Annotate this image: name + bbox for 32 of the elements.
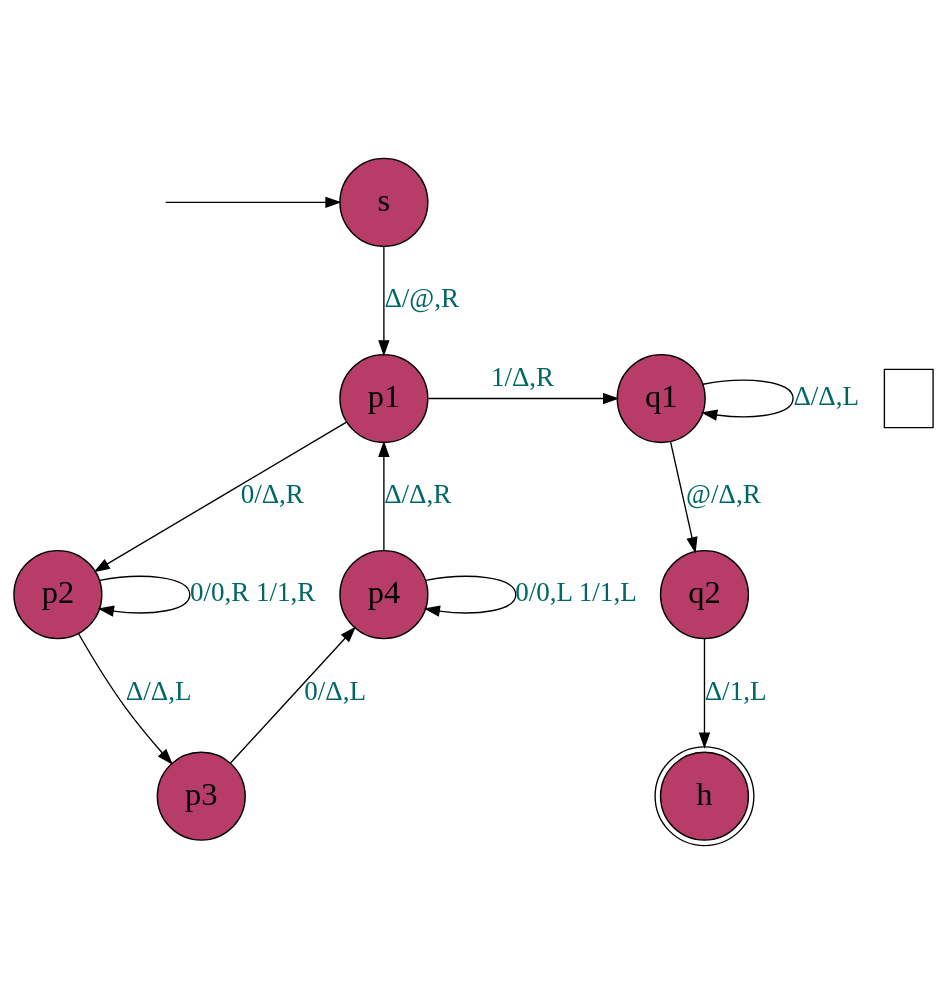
arrow xyxy=(427,392,620,405)
edge-label: 0/Δ,L xyxy=(304,675,367,706)
arrow xyxy=(423,575,517,617)
node-circle: s xyxy=(339,157,429,247)
arrow xyxy=(77,633,173,765)
edge-label: @/Δ,R xyxy=(686,479,761,510)
arrow xyxy=(229,626,356,764)
edge-label: 0/0,R 1/1,R xyxy=(189,577,316,608)
node-circle: h xyxy=(654,746,755,847)
edge-label: 0/Δ,R xyxy=(240,479,304,510)
node-circle: q2 xyxy=(659,550,750,640)
node-circle: p1 xyxy=(339,353,429,444)
node-circle: p4 xyxy=(339,550,429,640)
edge-label: 1/Δ,R xyxy=(490,362,555,393)
edge-label: Δ/Δ,R xyxy=(384,479,452,510)
arrow xyxy=(701,379,794,421)
node-circle: q1 xyxy=(616,353,706,444)
arrow xyxy=(378,246,390,357)
arrow xyxy=(378,440,390,552)
node-circle: p2 xyxy=(13,550,103,640)
arrow xyxy=(93,421,348,573)
arrow xyxy=(669,441,698,554)
edge-label: Δ/Δ,L xyxy=(793,381,860,412)
node-circle: p3 xyxy=(156,751,246,841)
edge-label: Δ/1,L xyxy=(704,675,767,706)
edge-label: 0/0,L 1/1,L xyxy=(515,577,637,608)
arrow xyxy=(164,196,342,209)
edge-label: Δ/@,R xyxy=(384,283,460,314)
arrow xyxy=(698,638,711,749)
node-box xyxy=(883,368,934,429)
edge-label: Δ/Δ,L xyxy=(125,675,192,706)
arrow xyxy=(97,575,191,617)
